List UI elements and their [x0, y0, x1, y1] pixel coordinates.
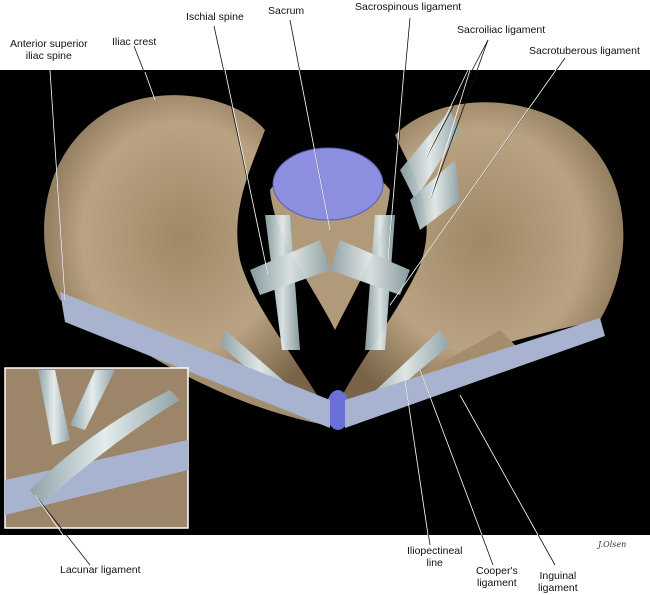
- label-iliac-crest: Iliac crest: [112, 36, 157, 48]
- label-line: ligament: [477, 577, 517, 589]
- label-sacrum: Sacrum: [268, 5, 305, 17]
- sacral-promontory-disc: [272, 147, 384, 221]
- label-sacroiliac-ligament: Sacroiliac ligament: [457, 24, 546, 36]
- label-line: Inguinal: [539, 570, 577, 582]
- label-sacrotuberous-ligament: Sacrotuberous ligament: [529, 45, 640, 57]
- leader-lines: [34, 17, 566, 566]
- label-sacrospinous-ligament: Sacrospinous ligament: [355, 1, 462, 13]
- label-line: Anterior superior: [10, 38, 88, 50]
- label-line: Cooper's: [476, 565, 518, 577]
- label-lacunar-ligament: Lacunar ligament: [60, 564, 141, 576]
- label-inguinal-ligament: Inguinal ligament: [538, 570, 578, 594]
- label-coopers-ligament: Cooper's ligament: [476, 565, 518, 589]
- artist-signature: J.Olsen: [598, 540, 627, 549]
- label-line: iliac spine: [25, 50, 72, 62]
- left-ilium: [44, 95, 321, 410]
- label-line: ligament: [538, 582, 578, 594]
- left-inguinal-ligament: [60, 292, 330, 428]
- ligaments: [220, 110, 460, 412]
- lacunar-inset: [4, 367, 189, 529]
- right-inguinal-ligament: [345, 318, 605, 428]
- right-ilium: [340, 102, 624, 411]
- label-line: line: [426, 557, 443, 569]
- pubic-symphysis: [326, 390, 350, 430]
- label-anterior-superior-iliac-spine: Anterior superior iliac spine: [10, 38, 88, 62]
- label-line: Iliopectineal: [407, 545, 463, 557]
- label-iliopectineal-line: Iliopectineal line: [407, 545, 462, 569]
- label-ischial-spine: Ischial spine: [186, 11, 244, 23]
